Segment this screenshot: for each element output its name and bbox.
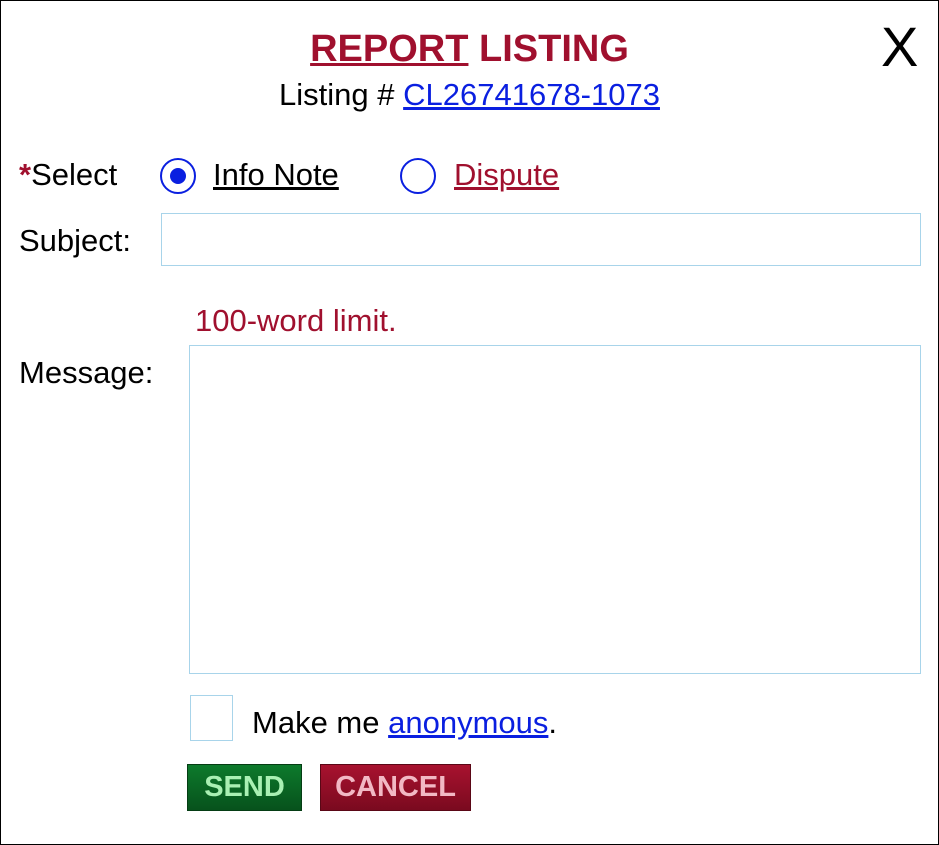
anonymous-prefix: Make me (252, 705, 380, 740)
dialog-title: REPORT LISTING (1, 27, 938, 71)
anonymous-link[interactable]: anonymous (388, 705, 549, 740)
cancel-button[interactable]: CANCEL (320, 764, 471, 811)
send-button[interactable]: SEND (187, 764, 302, 811)
listing-number-line: Listing # CL26741678-1073 (1, 77, 938, 113)
close-button[interactable]: X (881, 15, 919, 78)
required-asterisk: * (19, 157, 32, 192)
info-note-label[interactable]: Info Note (213, 157, 339, 192)
word-limit-note: 100-word limit. (195, 303, 397, 338)
subject-input[interactable] (161, 213, 921, 266)
listing-number-link[interactable]: CL26741678-1073 (403, 77, 660, 112)
select-label: *Select (19, 155, 117, 195)
listing-prefix: Listing # (279, 77, 395, 112)
message-label: Message: (19, 355, 154, 390)
info-note-radio[interactable] (160, 158, 196, 194)
title-listing: LISTING (479, 28, 629, 70)
message-textarea[interactable] (189, 345, 921, 674)
anonymous-label: Make me anonymous. (252, 703, 557, 743)
subject-label: Subject: (19, 223, 132, 258)
radio-selected-dot (170, 168, 186, 184)
anonymous-suffix: . (548, 705, 558, 740)
anonymous-checkbox[interactable] (190, 695, 233, 741)
dispute-radio[interactable] (400, 158, 436, 194)
title-report: REPORT (310, 28, 469, 70)
select-label-text: Select (31, 157, 118, 192)
dispute-label[interactable]: Dispute (454, 157, 560, 192)
